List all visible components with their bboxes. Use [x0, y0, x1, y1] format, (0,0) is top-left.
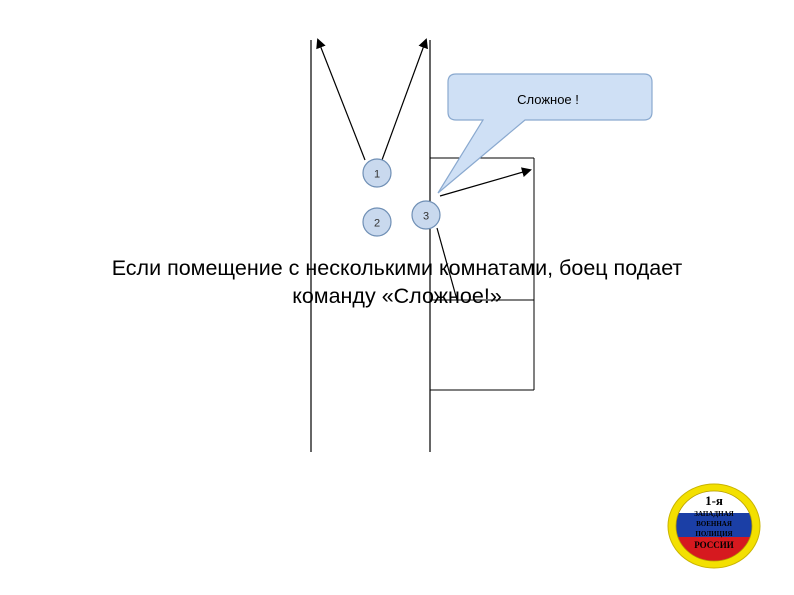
police-emblem-logo: 1-я ЗАПАДНАЯ ВОЕННАЯ ПОЛИЦИЯ РОССИИ	[667, 483, 761, 569]
caption-line-2: команду «Сложное!»	[292, 284, 502, 308]
marker-3-label: 3	[423, 211, 429, 223]
logo-line-4: РОССИИ	[694, 540, 734, 550]
logo-line-1: ЗАПАДНАЯ	[694, 510, 733, 518]
marker-2-label: 2	[374, 218, 380, 230]
caption-line-1: Если помещение с несколькими комнатами, …	[111, 256, 683, 280]
marker-3: 3	[411, 200, 441, 230]
caption: Если помещение с несколькими комнатами, …	[40, 254, 754, 310]
marker-2: 2	[362, 207, 392, 237]
logo-title: 1-я	[705, 493, 723, 508]
marker-1-label: 1	[374, 169, 380, 181]
callout-bubble	[437, 73, 653, 194]
arrow-3-into-room	[439, 167, 532, 197]
logo-line-2: ВОЕННАЯ	[696, 520, 732, 528]
arrow-1-forward-left	[316, 38, 366, 161]
logo-line-3: ПОЛИЦИЯ	[695, 530, 732, 538]
callout-text: Сложное !	[517, 92, 579, 107]
arrow-1-forward-right	[381, 38, 428, 161]
marker-1: 1	[362, 158, 392, 188]
arrow-3-down	[436, 227, 458, 301]
